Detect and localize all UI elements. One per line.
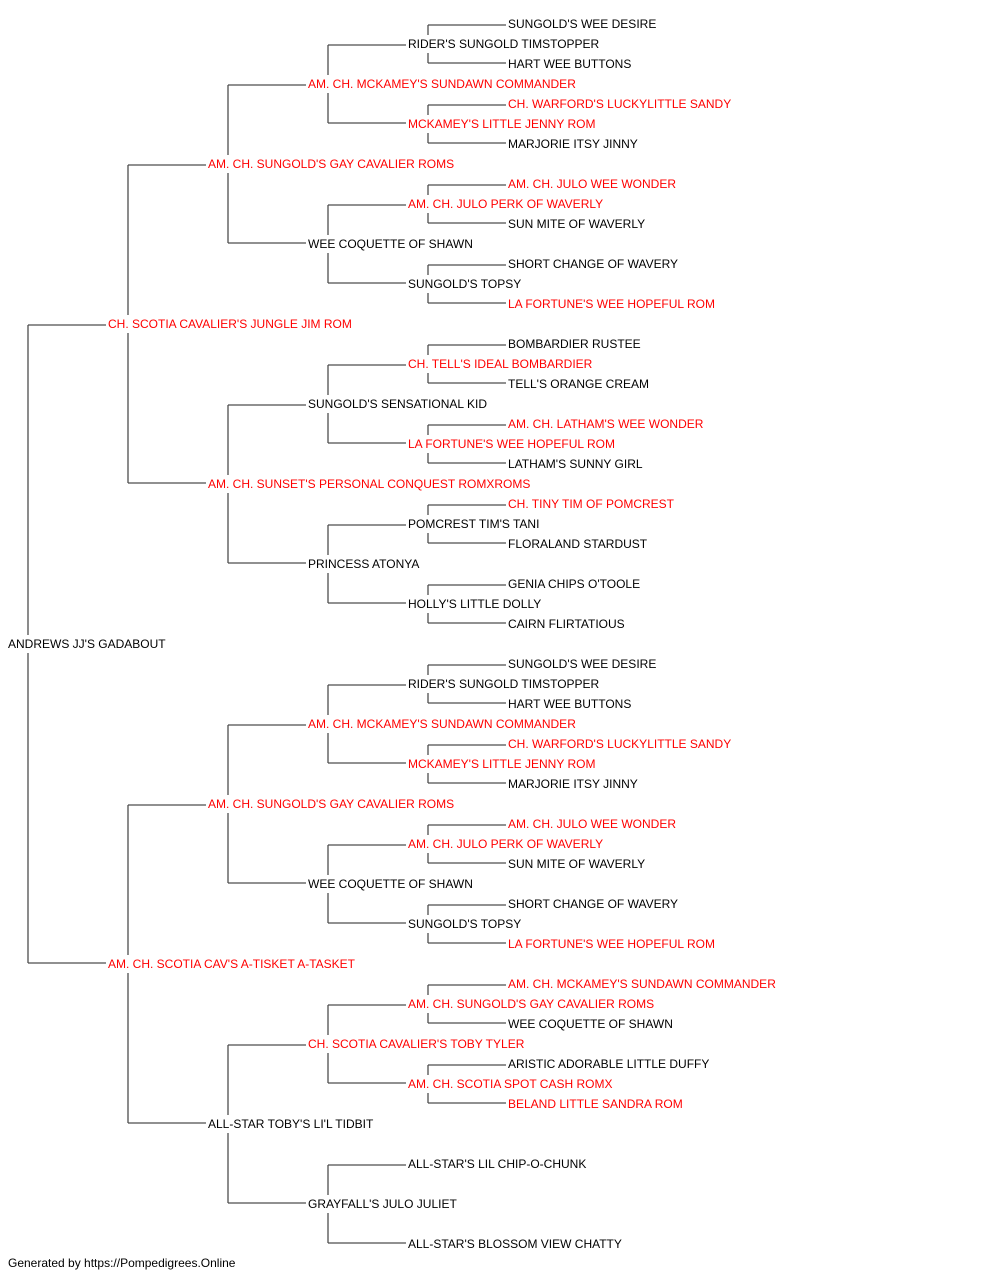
dam-label: CAIRN FLIRTATIOUS [508,617,625,631]
subject-dog-label: ANDREWS JJ'S GADABOUT [8,637,166,651]
dam-label: SUNGOLD'S TOPSY [408,277,521,291]
sire-label: AM. CH. JULO PERK OF WAVERLY [408,197,603,211]
dam-label: MCKAMEY'S LITTLE JENNY ROM [408,757,595,771]
sire-label: CH. TELL'S IDEAL BOMBARDIER [408,357,593,371]
sire-label: POMCREST TIM'S TANI [408,517,539,531]
dam-label: LA FORTUNE'S WEE HOPEFUL ROM [508,297,715,311]
dam-label: ALL-STAR TOBY'S LI'L TIDBIT [208,1117,374,1131]
dam-label: HART WEE BUTTONS [508,697,631,711]
dam-label: PRINCESS ATONYA [308,557,419,571]
sire-label: RIDER'S SUNGOLD TIMSTOPPER [408,37,600,51]
dam-label: AM. CH. SCOTIA CAV'S A-TISKET A-TASKET [108,957,356,971]
dam-label: AM. CH. SCOTIA SPOT CASH ROMX [408,1077,612,1091]
sire-label: AM. CH. SUNGOLD'S GAY CAVALIER ROMS [408,997,654,1011]
sire-label: AM. CH. LATHAM'S WEE WONDER [508,417,704,431]
dam-label: SUNGOLD'S TOPSY [408,917,521,931]
sire-label: CH. SCOTIA CAVALIER'S JUNGLE JIM ROM [108,317,352,331]
dam-label: HART WEE BUTTONS [508,57,631,71]
dam-label: LA FORTUNE'S WEE HOPEFUL ROM [508,937,715,951]
dam-label: MARJORIE ITSY JINNY [508,137,638,151]
dam-label: WEE COQUETTE OF SHAWN [308,237,473,251]
sire-label: ARISTIC ADORABLE LITTLE DUFFY [508,1057,709,1071]
dam-label: LATHAM'S SUNNY GIRL [508,457,643,471]
dam-label: BELAND LITTLE SANDRA ROM [508,1097,683,1111]
sire-label: CH. TINY TIM OF POMCREST [508,497,675,511]
sire-label: AM. CH. SUNGOLD'S GAY CAVALIER ROMS [208,157,454,171]
sire-label: SHORT CHANGE OF WAVERY [508,897,678,911]
sire-label: AM. CH. MCKAMEY'S SUNDAWN COMMANDER [508,977,776,991]
pedigree-tree: ANDREWS JJ'S GADABOUT CH. SCOTIA CAVALIER… [8,17,776,1250]
sire-label: SHORT CHANGE OF WAVERY [508,257,678,271]
dam-label: AM. CH. SUNSET'S PERSONAL CONQUEST ROMXR… [208,477,530,491]
sire-label: SUNGOLD'S WEE DESIRE [508,657,656,671]
sire-label: GENIA CHIPS O'TOOLE [508,577,640,591]
sire-label: AM. CH. JULO WEE WONDER [508,817,676,831]
sire-label: AM. CH. MCKAMEY'S SUNDAWN COMMANDER [308,77,576,91]
sire-label: AM. CH. JULO PERK OF WAVERLY [408,837,603,851]
sire-label: AM. CH. SUNGOLD'S GAY CAVALIER ROMS [208,797,454,811]
dam-label: MCKAMEY'S LITTLE JENNY ROM [408,117,595,131]
sire-label: CH. WARFORD'S LUCKYLITTLE SANDY [508,737,731,751]
dam-label: HOLLY'S LITTLE DOLLY [408,597,541,611]
dam-label: WEE COQUETTE OF SHAWN [508,1017,673,1031]
footer-credit: Generated by https://Pompedigrees.Online [8,1256,236,1270]
dam-label: ALL-STAR'S BLOSSOM VIEW CHATTY [408,1237,622,1250]
dam-label: SUN MITE OF WAVERLY [508,857,645,871]
dam-label: FLORALAND STARDUST [508,537,648,551]
dam-label: MARJORIE ITSY JINNY [508,777,638,791]
sire-label: SUNGOLD'S WEE DESIRE [508,17,656,31]
sire-label: AM. CH. MCKAMEY'S SUNDAWN COMMANDER [308,717,576,731]
dam-label: LA FORTUNE'S WEE HOPEFUL ROM [408,437,615,451]
sire-label: ALL-STAR'S LIL CHIP-O-CHUNK [408,1157,586,1171]
dam-label: TELL'S ORANGE CREAM [508,377,649,391]
sire-label: RIDER'S SUNGOLD TIMSTOPPER [408,677,600,691]
sire-label: CH. WARFORD'S LUCKYLITTLE SANDY [508,97,731,111]
sire-label: BOMBARDIER RUSTEE [508,337,641,351]
sire-label: CH. SCOTIA CAVALIER'S TOBY TYLER [308,1037,525,1051]
dam-label: WEE COQUETTE OF SHAWN [308,877,473,891]
sire-label: AM. CH. JULO WEE WONDER [508,177,676,191]
dam-label: GRAYFALL'S JULO JULIET [308,1197,457,1211]
sire-label: SUNGOLD'S SENSATIONAL KID [308,397,487,411]
dam-label: SUN MITE OF WAVERLY [508,217,645,231]
